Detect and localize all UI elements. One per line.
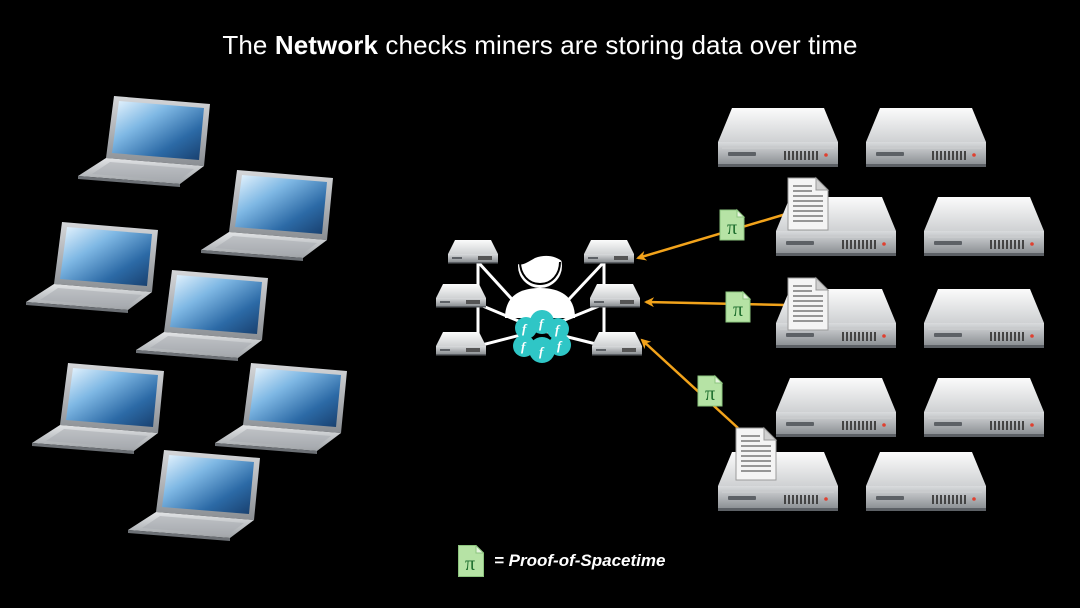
- client-laptop: [128, 450, 260, 541]
- miner-server: [776, 378, 896, 437]
- client-laptop: [215, 363, 347, 454]
- data-document-icon: [787, 277, 829, 331]
- svg-text:f: f: [539, 316, 545, 331]
- svg-text:f: f: [557, 338, 563, 353]
- miner-server: [718, 108, 838, 167]
- network-node: [592, 332, 642, 356]
- client-laptop: [201, 170, 333, 261]
- network-node: [448, 240, 498, 264]
- svg-text:f: f: [539, 344, 545, 359]
- data-document-icon: [787, 177, 829, 231]
- svg-text:f: f: [555, 322, 561, 337]
- legend-symbol: π: [465, 553, 475, 575]
- legend-label: = Proof-of-Spacetime: [494, 551, 666, 570]
- svg-text:f: f: [521, 339, 527, 354]
- client-laptop: [26, 222, 158, 313]
- filecoin-token-cloud: f f f f f f: [513, 310, 571, 363]
- svg-text:f: f: [522, 321, 528, 336]
- miner-server: [924, 378, 1044, 437]
- data-document-icon: [735, 427, 777, 481]
- client-laptop: [78, 96, 210, 187]
- title-prefix: The: [222, 30, 275, 60]
- proof-badges: π π π: [697, 209, 751, 407]
- proof-arrow: [636, 212, 787, 261]
- proof-symbol: π: [705, 383, 715, 405]
- legend: π = Proof-of-Spacetime: [458, 544, 665, 578]
- verifier-person-icon: [505, 242, 575, 318]
- miner-server: [924, 289, 1044, 348]
- proof-arrow: [640, 338, 739, 429]
- network-node: [436, 332, 486, 356]
- proof-arrows: [636, 212, 787, 429]
- title-suffix: checks miners are storing data over time: [378, 30, 858, 60]
- page-title: The Network checks miners are storing da…: [0, 30, 1080, 61]
- client-laptop: [32, 363, 164, 454]
- miner-server: [866, 452, 986, 511]
- miner-server: [866, 108, 986, 167]
- network-node: [590, 284, 640, 308]
- network-node: [436, 284, 486, 308]
- miner-server: [924, 197, 1044, 256]
- proof-symbol: π: [727, 217, 737, 239]
- proof-arrow: [644, 297, 787, 308]
- client-laptop: [136, 270, 268, 361]
- proof-symbol: π: [733, 299, 743, 321]
- clients-group: [26, 96, 347, 541]
- title-bold: Network: [274, 30, 379, 60]
- legend-proof-doc-icon: π: [458, 544, 485, 577]
- network-node: [584, 240, 634, 264]
- network-hub: f f f f f f: [436, 240, 642, 363]
